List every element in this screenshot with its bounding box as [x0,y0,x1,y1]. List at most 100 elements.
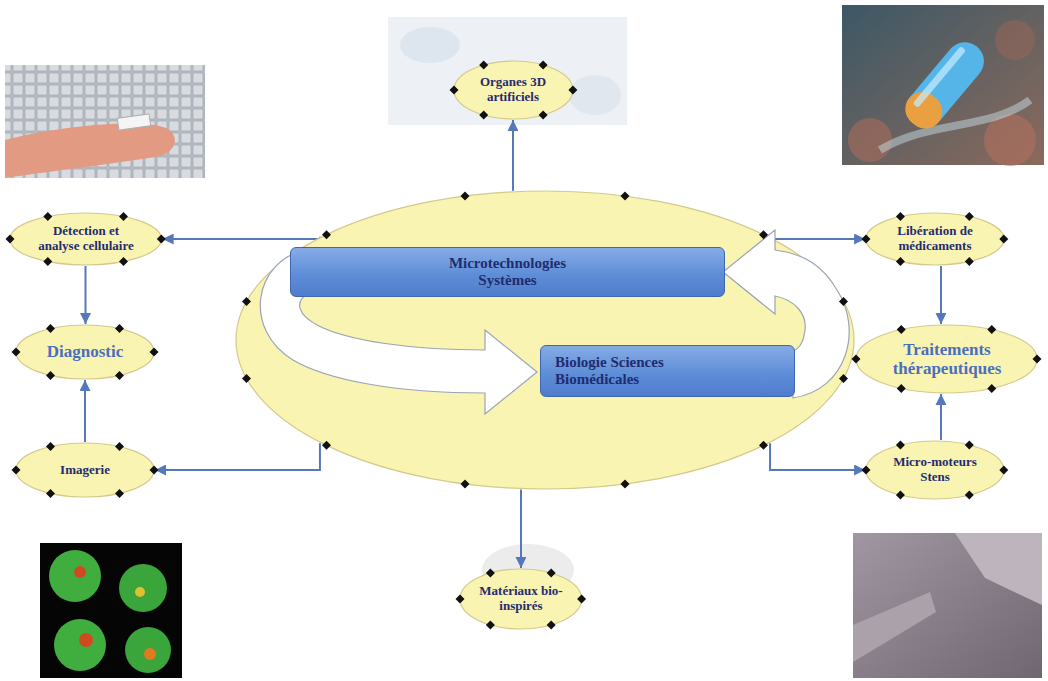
oval-fill [856,325,1037,393]
diamond-mark [115,442,124,451]
chip-photo [5,65,205,178]
diamond-mark [852,355,861,364]
connector-arrow [155,443,320,470]
application-oval: Libération de médicaments [865,212,1005,266]
oval-fill [454,61,573,119]
connector-arrow [520,490,522,568]
diamond-mark [12,348,21,357]
diamond-mark [46,442,55,451]
diamond-mark [620,479,629,488]
node-label: Traitements thérapeutiques [881,340,1012,378]
diamond-mark [242,374,251,383]
diamond-mark [115,489,124,498]
diamond-mark [44,212,53,221]
diamond-mark [568,86,577,95]
connector-arrow [770,237,865,239]
application-oval: Micro-moteurs Stens [865,440,1005,500]
oval-fill [460,569,582,629]
oval-fill [866,441,1004,499]
cell [54,619,106,671]
wafer-grid [5,65,205,178]
diamond-mark [479,111,488,120]
diamond-mark [150,348,159,357]
connector-arrow [84,380,86,442]
diamond-mark [965,491,974,500]
swirl [880,100,1030,150]
diamond-mark [242,297,251,306]
diamond-mark [988,384,997,393]
node-label: Organes 3D artificiels [470,75,555,104]
cell [848,118,892,162]
connector-arrow [163,237,320,239]
micro-tip [955,533,1042,605]
cell [125,627,171,673]
diamond-mark [46,489,55,498]
diamond-mark [759,230,768,239]
arrow-band: Biologie Sciences Biomédicales [540,345,795,397]
oval-fill [10,213,161,265]
photo-ground [853,533,1042,678]
diamond-mark [965,212,974,221]
diamond-mark [965,440,974,449]
diamond-mark [620,192,629,201]
node-label: Matériaux bio-inspirés [477,584,564,613]
diamond-mark [461,192,470,201]
diamond-mark [322,441,331,450]
application-oval: Imagerie [15,442,155,498]
diamond-mark [115,371,124,380]
diamond-mark [46,371,55,380]
chip [117,114,150,130]
connector-arrow [940,394,942,440]
nucleus-spot [79,633,93,647]
diamond-mark [538,111,547,120]
oval-fill [16,325,154,379]
diamond-mark [897,384,906,393]
diamond-mark [839,374,848,383]
capsule-body [898,34,991,135]
diamond-mark [896,257,905,266]
connector-arrow [940,266,942,324]
diamond-mark [12,466,21,475]
diamond-mark [538,60,547,69]
sem-photo [853,533,1042,678]
connector-arrow [512,120,514,191]
diamond-mark [119,257,128,266]
diamond-mark [456,595,465,604]
diamond-mark [157,235,166,244]
application-oval: Détection et analyse cellulaire [9,212,162,266]
organ-photo [388,17,627,125]
application-oval: Diagnostic [15,324,155,380]
diamond-mark [44,257,53,266]
diamond-mark [486,620,495,629]
diamond-mark [449,86,458,95]
diamond-mark [322,230,331,239]
diamond-mark [119,212,128,221]
diamond-mark [896,212,905,221]
photo-shade [400,27,460,63]
diamond-mark [896,440,905,449]
application-oval: Matériaux bio-inspirés [459,568,583,630]
oval-fill [16,443,154,497]
wafer-ground [5,65,205,178]
capsule [898,34,991,135]
photo-ground [40,543,182,678]
diamond-mark [839,297,848,306]
photo-ground [388,17,627,125]
capsule-gloss [913,46,967,108]
diamond-mark [759,441,768,450]
diamond-mark [486,569,495,578]
cell [995,20,1035,60]
central-ellipse: Microtechnologies SystèmesBiologie Scien… [235,190,855,490]
micro-tip [853,592,936,662]
photo-ground [842,5,1044,165]
node-label: Microtechnologies Systèmes [428,255,588,289]
diamond-mark [999,235,1008,244]
connector-arrow [770,443,865,470]
diamond-mark [965,257,974,266]
diamond-mark [999,466,1008,475]
diamond-mark [461,479,470,488]
node-label: Biologie Sciences Biomédicales [555,354,720,388]
diamond-mark [577,595,586,604]
application-oval: Organes 3D artificiels [453,60,574,120]
cell [119,564,167,612]
